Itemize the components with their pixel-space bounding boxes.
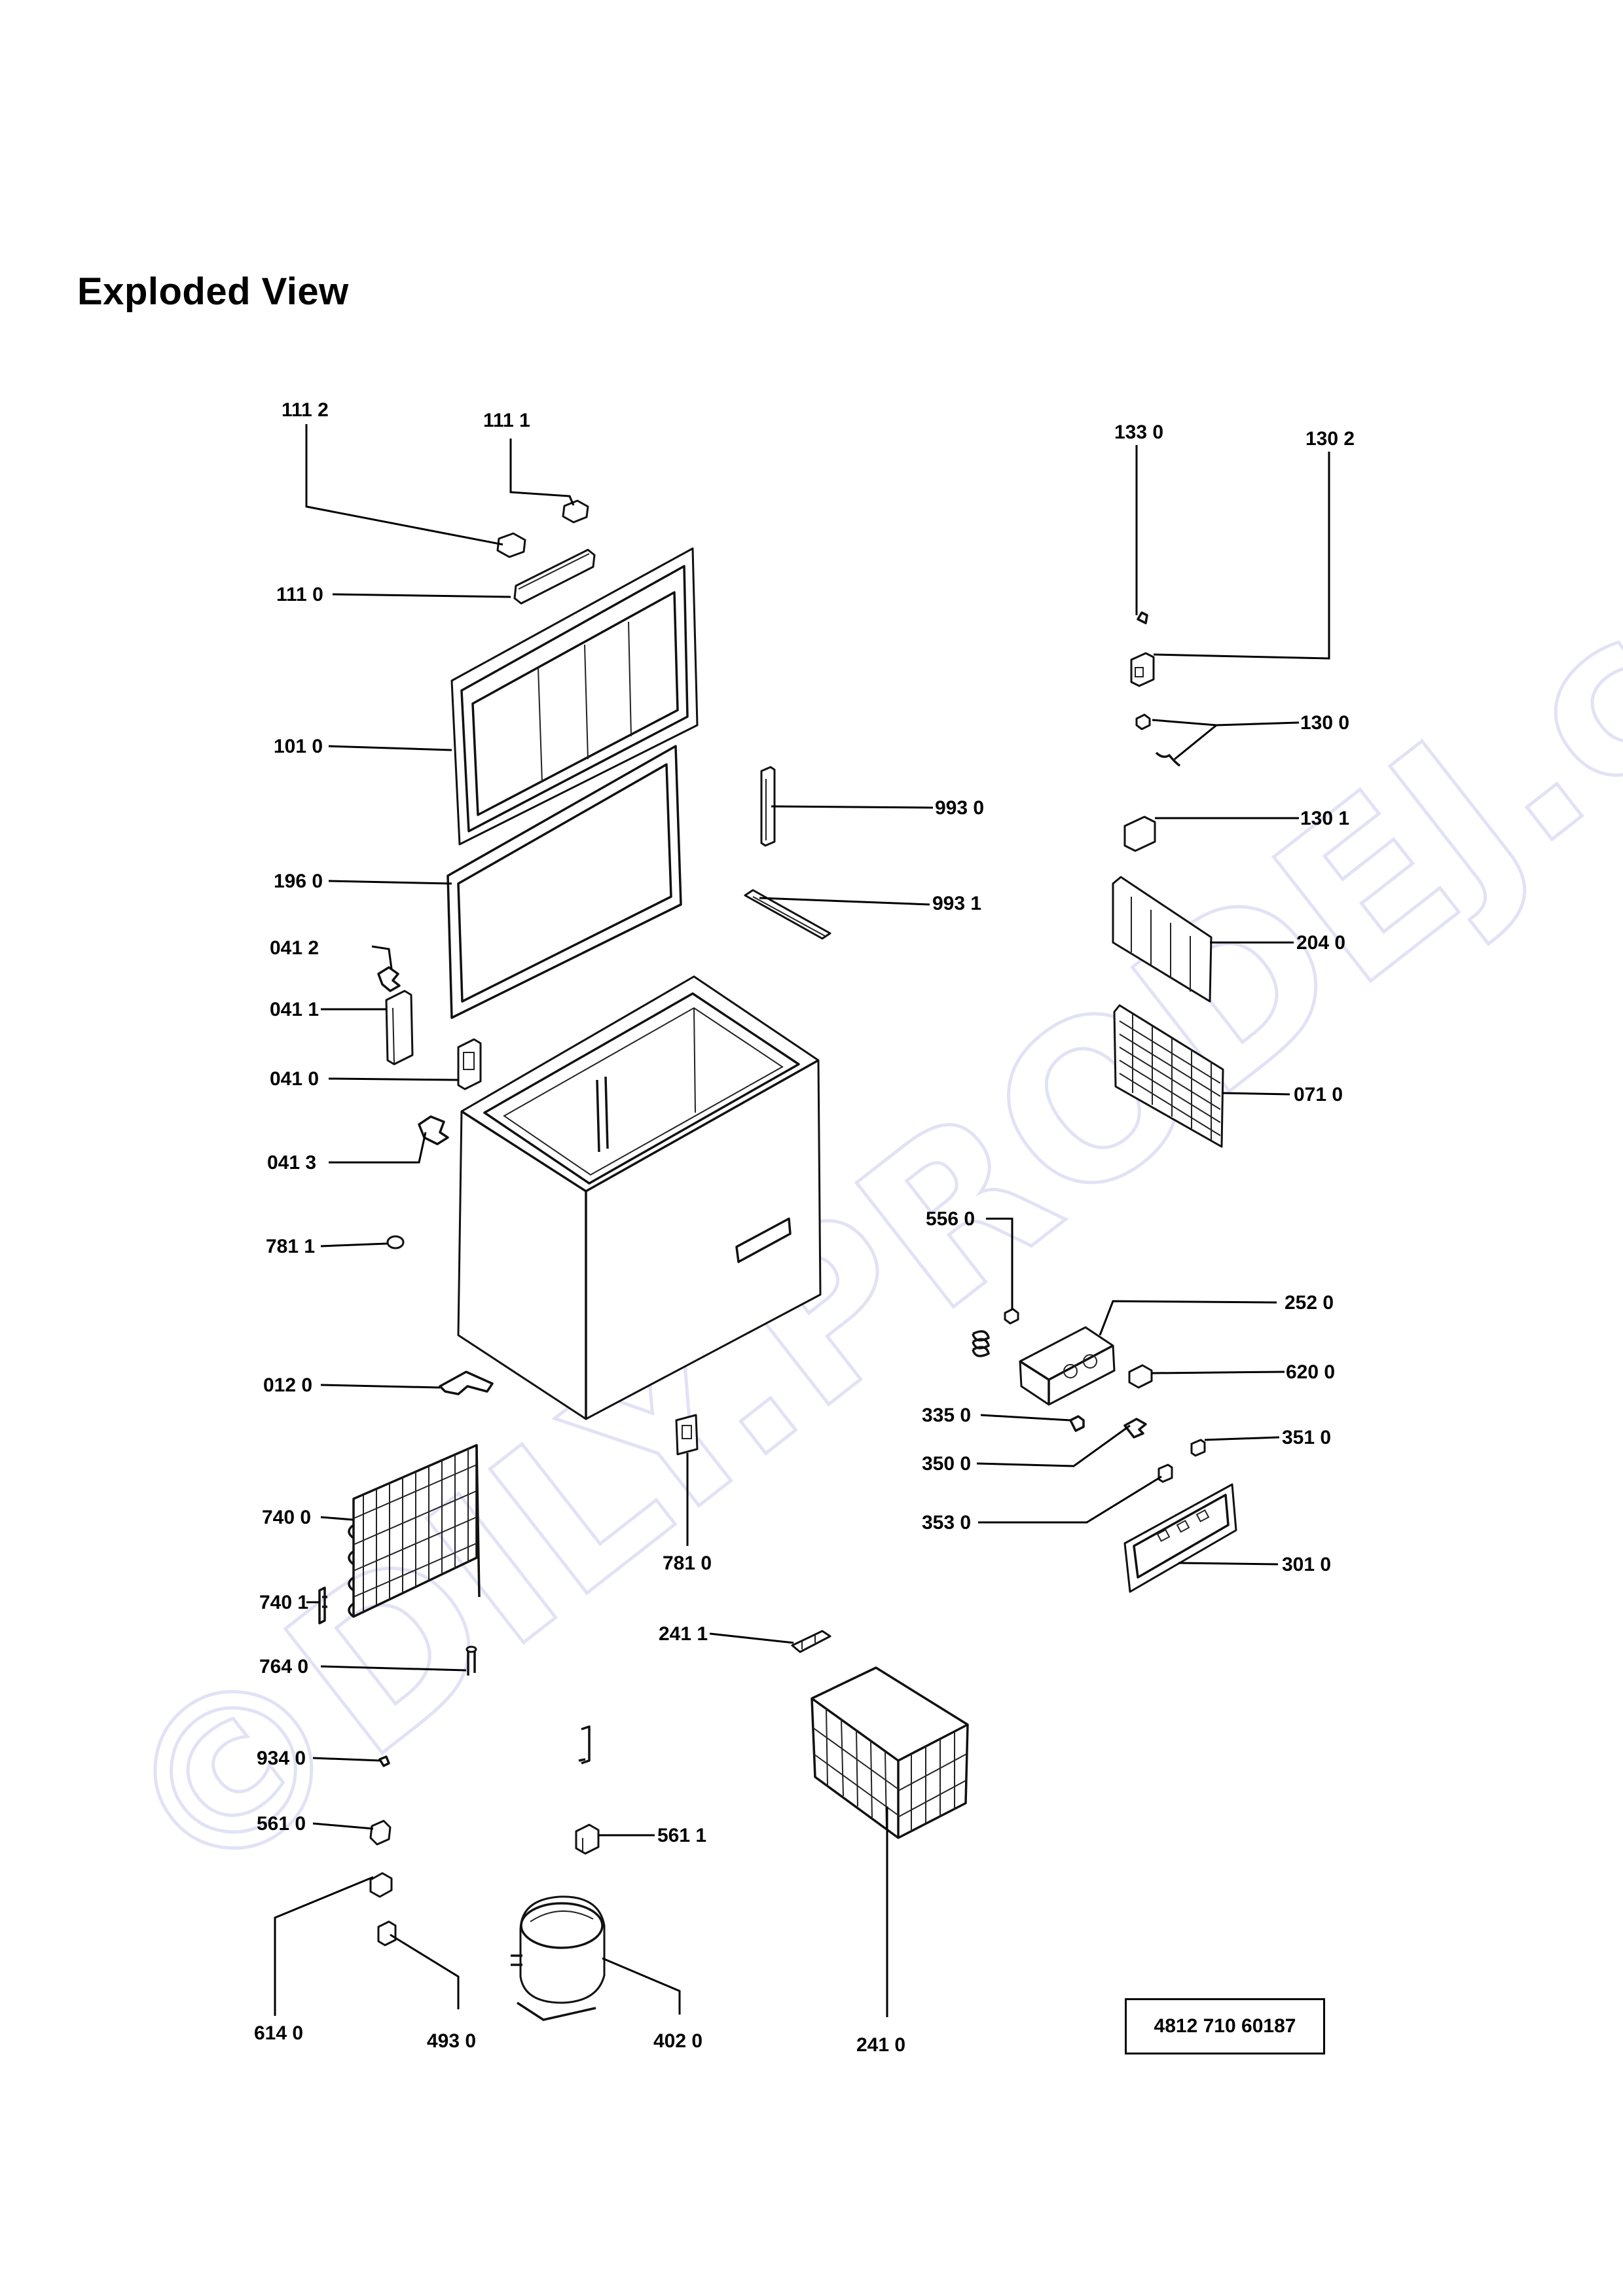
part-111-1-cap	[562, 499, 589, 524]
part-740-0-condenser	[348, 1444, 481, 1618]
part-614-0	[369, 1872, 393, 1898]
part-781-0-bracket	[675, 1414, 699, 1456]
part-cabinet-body	[457, 975, 822, 1420]
label-101-0: 101 0	[274, 736, 323, 757]
part-934-0	[378, 1755, 390, 1767]
label-350-0: 350 0	[922, 1453, 971, 1475]
label-781-0: 781 0	[663, 1552, 712, 1574]
label-012-0: 012 0	[263, 1374, 312, 1396]
part-335-0	[1069, 1415, 1085, 1432]
document-number-box: 4812 710 60187	[1125, 1998, 1325, 2054]
page-title: Exploded View	[77, 270, 349, 313]
document-number: 4812 710 60187	[1154, 2015, 1296, 2037]
part-041-3-bracket	[418, 1115, 449, 1145]
label-204-0: 204 0	[1296, 932, 1345, 954]
part-781-1-knob	[386, 1235, 405, 1249]
part-241-1	[791, 1630, 831, 1653]
label-196-0: 196 0	[274, 870, 323, 892]
label-493-0: 493 0	[427, 2030, 476, 2052]
label-041-3: 041 3	[267, 1152, 316, 1174]
part-071-0-grille	[1113, 1004, 1224, 1148]
part-012-0-bracket	[439, 1371, 494, 1395]
label-993-0: 993 0	[935, 797, 984, 819]
label-740-0: 740 0	[262, 1507, 311, 1528]
part-041-0-hinge	[457, 1038, 482, 1090]
label-252-0: 252 0	[1285, 1292, 1334, 1314]
label-614-0: 614 0	[254, 2022, 303, 2044]
part-493-0	[377, 1920, 397, 1946]
label-041-2: 041 2	[270, 937, 319, 959]
label-993-1: 993 1	[932, 893, 981, 914]
part-561-1	[575, 1823, 600, 1855]
part-241-0-basket	[811, 1666, 969, 1839]
label-133-0: 133 0	[1114, 422, 1163, 443]
part-204-0-panel	[1112, 876, 1213, 1003]
label-111-1: 111 1	[483, 410, 530, 431]
label-111-2: 111 2	[282, 399, 329, 421]
label-556-0: 556 0	[926, 1208, 975, 1230]
label-353-0: 353 0	[922, 1512, 971, 1534]
label-351-0: 351 0	[1282, 1427, 1331, 1448]
part-111-0-handle	[513, 548, 596, 605]
label-781-1: 781 1	[266, 1236, 315, 1257]
label-130-1: 130 1	[1300, 808, 1349, 829]
label-764-0: 764 0	[259, 1656, 308, 1677]
part-993-0-strip	[760, 766, 776, 847]
part-740-1-clip	[318, 1587, 327, 1624]
label-111-0: 111 0	[276, 584, 323, 605]
part-252-0-housing	[1019, 1326, 1116, 1406]
part-993-1-strip	[744, 889, 831, 940]
part-402-0-compressor	[511, 1895, 606, 2021]
part-301-0-control-panel	[1123, 1483, 1237, 1593]
part-764-0-tube	[465, 1645, 477, 1676]
part-130-1	[1123, 816, 1156, 852]
label-335-0: 335 0	[922, 1405, 971, 1426]
label-041-0: 041 0	[270, 1068, 319, 1090]
part-111-2-cap	[496, 532, 526, 558]
part-133-0	[1137, 611, 1148, 624]
part-561-0	[369, 1820, 392, 1846]
label-241-1: 241 1	[659, 1623, 708, 1645]
part-620-0	[1128, 1364, 1153, 1389]
part-350-0	[1123, 1418, 1147, 1439]
label-561-1: 561 1	[657, 1825, 706, 1846]
label-041-1: 041 1	[270, 999, 319, 1020]
label-934-0: 934 0	[257, 1748, 306, 1769]
label-241-0: 241 0	[856, 2034, 905, 2056]
label-402-0: 402 0	[653, 2030, 702, 2052]
label-130-2: 130 2	[1305, 428, 1355, 450]
part-130-0	[1135, 713, 1181, 767]
leader-lines	[274, 424, 1330, 2017]
part-041-2-clip	[377, 966, 401, 992]
part-196-0-gasket	[447, 745, 682, 1019]
part-relay-bracket	[578, 1725, 591, 1765]
part-101-0-lid	[450, 547, 699, 846]
part-labels: 111 2 111 1 111 0 101 0 196 0 041 2 041 …	[254, 399, 1355, 2056]
part-130-2	[1130, 652, 1155, 687]
part-353-0	[1158, 1463, 1173, 1483]
part-041-1-hinge	[385, 990, 414, 1066]
watermark: ©DILY.PRODEJ.cz	[73, 488, 1623, 1938]
label-071-0: 071 0	[1294, 1084, 1343, 1105]
part-351-0	[1190, 1439, 1206, 1457]
label-561-0: 561 0	[257, 1813, 306, 1835]
label-620-0: 620 0	[1286, 1361, 1335, 1383]
label-301-0: 301 0	[1282, 1554, 1331, 1575]
part-556-0-spring	[972, 1308, 1019, 1357]
label-130-0: 130 0	[1300, 712, 1349, 734]
label-740-1: 740 1	[259, 1592, 308, 1613]
